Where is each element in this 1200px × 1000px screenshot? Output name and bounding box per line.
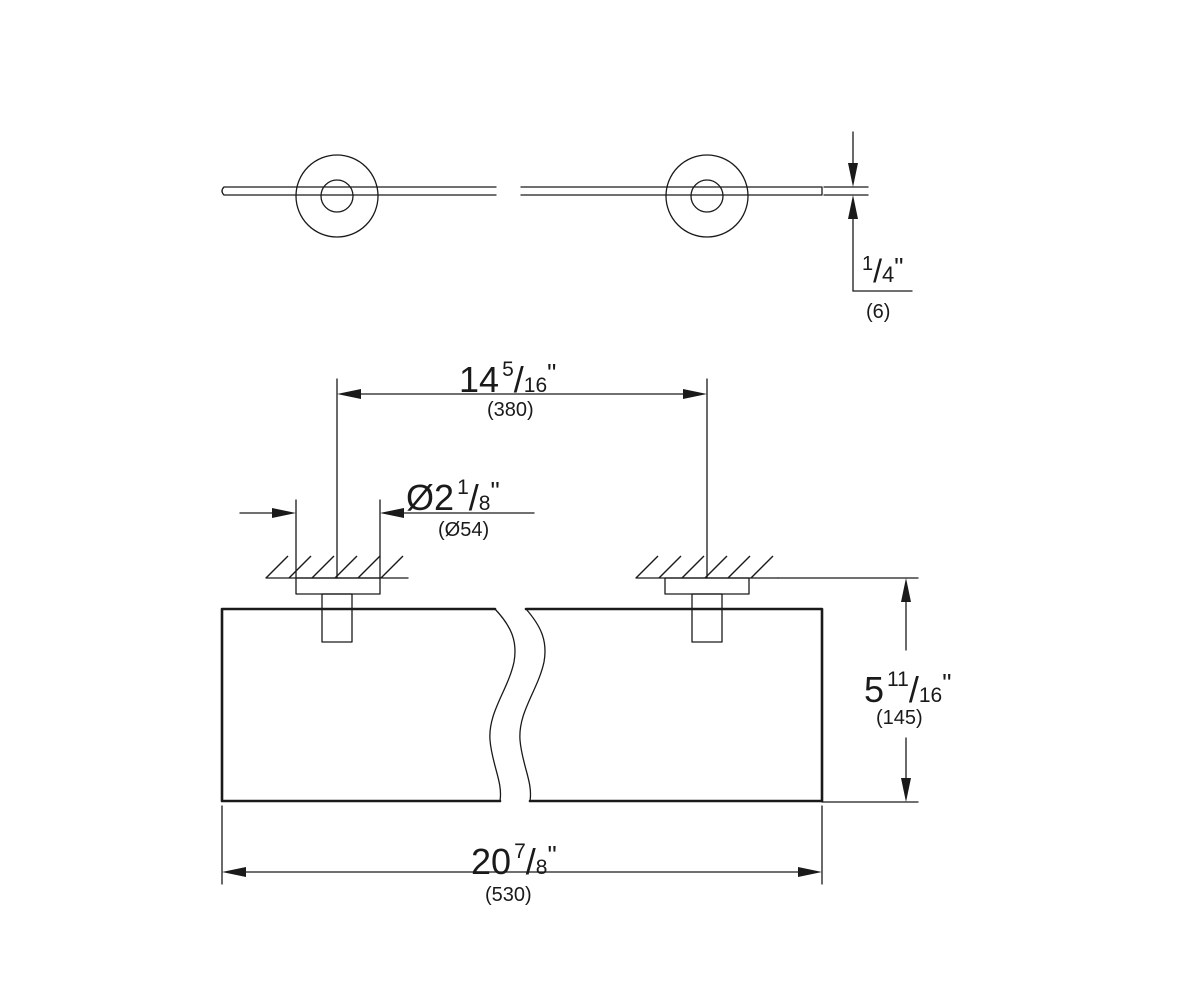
thickness-dimension — [823, 131, 913, 292]
depth-dimension — [777, 577, 919, 803]
left-rosette-inner — [320, 179, 354, 213]
depth-label: 5 11/16" — [864, 668, 952, 710]
diameter-metric: (Ø54) — [438, 519, 490, 541]
width-label: 20 7/8" — [471, 840, 557, 882]
width-metric: (530) — [485, 884, 532, 906]
width-dimension — [221, 805, 823, 885]
shelf-right-piece — [524, 607, 824, 803]
right-rosette — [665, 154, 749, 238]
spacing-dimension — [336, 378, 708, 579]
depth-metric: (145) — [876, 707, 923, 729]
shelf-left-piece — [220, 607, 502, 803]
spacing-metric: (380) — [487, 399, 534, 421]
thickness-metric: (6) — [866, 301, 891, 323]
right-rosette-inner — [690, 179, 724, 213]
side-view — [221, 131, 913, 292]
front-view — [220, 378, 919, 885]
diameter-label: Ø2 1/8" — [406, 476, 500, 518]
thickness-label: 1/4" — [862, 252, 904, 289]
diameter-dimension — [239, 499, 535, 579]
spacing-label: 14 5/16" — [459, 358, 557, 400]
left-wall-hatch — [265, 555, 409, 579]
left-bracket — [295, 577, 381, 643]
left-rosette — [295, 154, 379, 238]
